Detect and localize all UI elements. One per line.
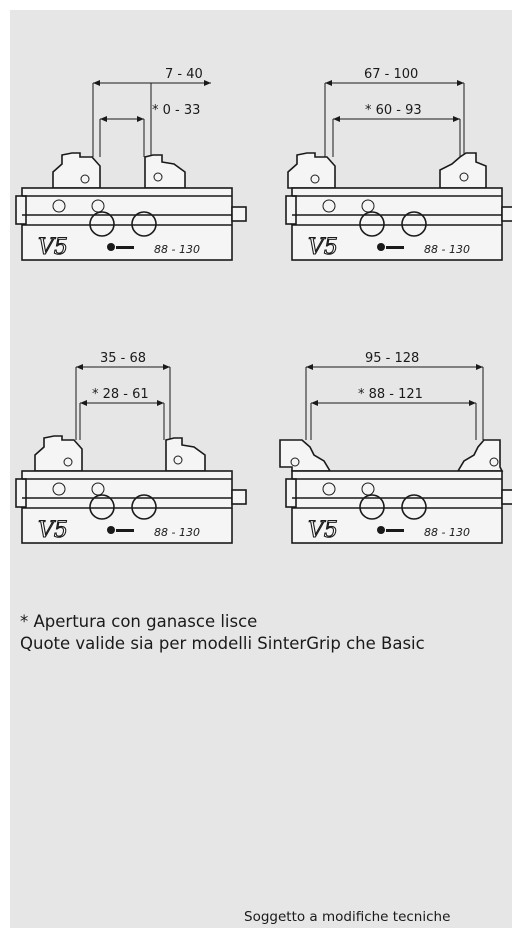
vise-figure-2: 67 - 100 * 60 - 93 V5 88 - 130 (270, 60, 512, 270)
vise-drawing-1: 7 - 40 * 0 - 33 V5 88 - 130 (15, 67, 247, 261)
vise-drawing-4: 95 - 128 * 88 - 121 V5 88 - 130 (279, 351, 512, 544)
footnote-smooth-jaws: * Apertura con ganasce lisce (20, 612, 258, 631)
outer-dim-label: 7 - 40 (165, 67, 203, 82)
brand-logo: V5 (38, 518, 68, 543)
outer-dim-label: 35 - 68 (100, 351, 146, 366)
inner-dim-label: * 88 - 121 (358, 387, 423, 402)
vise-figure-4: 95 - 128 * 88 - 121 V5 88 - 130 (270, 343, 512, 553)
inner-dim-label: * 60 - 93 (365, 103, 422, 118)
brand-logo: V5 (308, 235, 338, 260)
inner-dim-label: * 28 - 61 (92, 387, 149, 402)
inner-dim-label: * 0 - 33 (152, 103, 200, 118)
brand-logo: V5 (308, 518, 338, 543)
brand-logo: V5 (38, 235, 68, 260)
vise-figure-3: 35 - 68 * 28 - 61 V5 88 - 130 (0, 343, 256, 553)
vise-drawing-2: 67 - 100 * 60 - 93 V5 88 - 130 (285, 67, 512, 261)
maker-logo (107, 243, 115, 251)
vise-drawing-3: 35 - 68 * 28 - 61 V5 88 - 130 (15, 351, 247, 544)
outer-dim-label: 95 - 128 (365, 351, 419, 366)
footer-disclaimer: Soggetto a modifiche tecniche (244, 909, 451, 925)
size-range-label: 88 - 130 (424, 243, 470, 256)
size-range-label: 88 - 130 (154, 526, 200, 539)
vise-figure-1: 7 - 40 * 0 - 33 V5 88 - 130 (0, 60, 256, 270)
footnote-models: Quote valide sia per modelli SinterGrip … (20, 634, 425, 653)
size-range-label: 88 - 130 (154, 243, 200, 256)
outer-dim-label: 67 - 100 (364, 67, 418, 82)
size-range-label: 88 - 130 (424, 526, 470, 539)
